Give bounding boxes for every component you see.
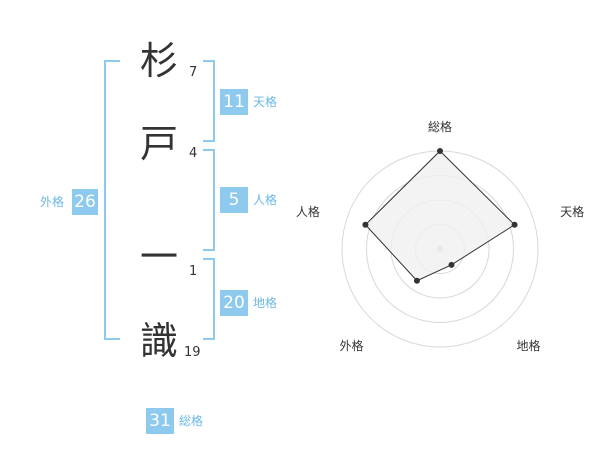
radar-point-5: [362, 221, 369, 228]
chikaku-badge: 20: [220, 290, 248, 316]
radar-axis-label-5: 人格: [296, 204, 320, 219]
name-char-3: 一: [140, 235, 179, 279]
radar-point-1: [437, 148, 443, 154]
radar-axis-label-3: 地格: [517, 338, 541, 353]
radar-area: [364, 150, 516, 282]
jinkaku-badge: 5: [220, 187, 248, 213]
jinkaku-bracket: [203, 149, 215, 251]
soukaku-badge: 31: [146, 408, 174, 434]
name-char-4: 識: [140, 319, 179, 363]
radar-point-3: [448, 261, 455, 268]
soukaku-label: 総格: [179, 414, 204, 428]
stroke-count-1: 7: [189, 65, 198, 80]
gaikaku-bracket: [104, 60, 120, 340]
stroke-count-3: 1: [189, 264, 198, 279]
radar-point-2: [511, 221, 518, 228]
tenkaku-badge: 11: [220, 89, 248, 115]
jinkaku-label: 人格: [253, 193, 278, 207]
radar-axis-label-2: 天格: [560, 204, 584, 219]
gaikaku-badge: 26: [72, 189, 98, 215]
tenkaku-label: 天格: [253, 95, 278, 109]
chikaku-label: 地格: [253, 296, 278, 310]
name-char-1: 杉: [140, 39, 179, 83]
stroke-count-4: 19: [184, 345, 201, 360]
radar-axis-label-1: 総格: [428, 119, 452, 134]
chikaku-bracket: [203, 258, 215, 340]
radar-point-4: [413, 277, 420, 284]
tenkaku-bracket: [203, 60, 215, 142]
name-char-2: 戸: [140, 122, 179, 166]
stroke-count-2: 4: [189, 146, 198, 161]
radar-axis-label-4: 外格: [339, 338, 363, 353]
gaikaku-label: 外格: [40, 195, 65, 209]
